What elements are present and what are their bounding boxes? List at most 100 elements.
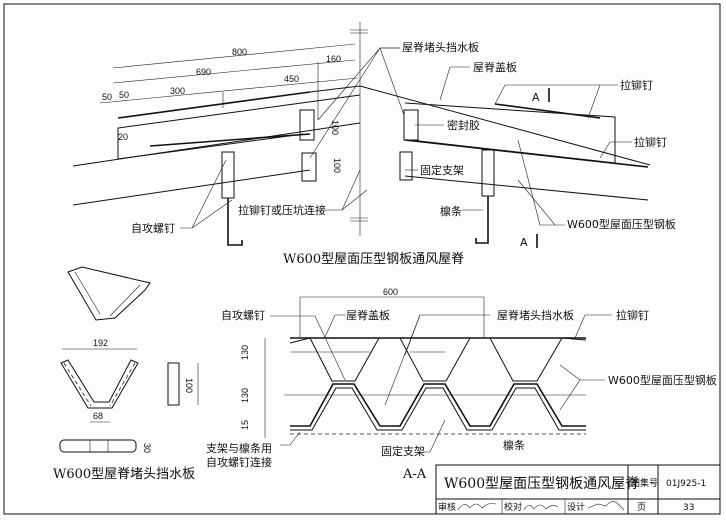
left-roof-panel-bottom xyxy=(72,169,311,206)
label-section-purlin: 檩条 xyxy=(503,438,525,452)
iso-edge xyxy=(74,271,101,315)
dim-690: 690 xyxy=(196,67,211,77)
purlin-web xyxy=(221,151,235,199)
title-block-page-label: 页 xyxy=(637,502,646,513)
leader xyxy=(341,189,368,211)
leader xyxy=(517,139,555,226)
left-cover-to-ridge xyxy=(309,85,361,93)
title-block-check-label: 校对 xyxy=(504,501,522,513)
leader xyxy=(280,431,301,446)
ridge-elevation-view: 800 690 160 450 50 50 300 20 100 100 A A… xyxy=(72,22,676,267)
label-ridge-cover: 屋脊盖板 xyxy=(473,60,517,74)
leader xyxy=(309,47,381,159)
dim-130b: 130 xyxy=(240,388,250,403)
leader xyxy=(180,159,227,229)
end-flashing-detail: 192 68 100 30 W600型屋脊堵头挡水板 xyxy=(53,266,199,482)
label-section-fixed-bracket: 固定支架 xyxy=(381,444,425,458)
design-signature xyxy=(587,501,625,511)
label-rivet-2: 拉铆钉 xyxy=(634,135,667,149)
flashing-isometric xyxy=(67,266,151,321)
left-flashing-block xyxy=(299,109,315,141)
leader xyxy=(404,314,421,356)
label-ridge-end-flashing: 屋脊堵头挡水板 xyxy=(402,40,479,54)
label-rivet-or-crimp: 拉铆钉或压坑连接 xyxy=(238,203,326,217)
right-ridge-cover xyxy=(404,102,616,164)
right-purlin xyxy=(475,149,495,244)
leader xyxy=(494,84,600,105)
purlin-c-section xyxy=(227,198,243,246)
label-roof-panel: W600型屋面压型钢板 xyxy=(567,217,676,231)
dim-100a: 100 xyxy=(330,120,340,135)
label-section-ridge-cover: 屋脊盖板 xyxy=(346,308,390,322)
leader xyxy=(379,47,405,116)
section-mark-a-top: A xyxy=(532,91,540,104)
purlin-c-section xyxy=(475,196,489,244)
right-roof-panel-top xyxy=(404,139,649,168)
detail-view-title: W600型屋脊堵头挡水板 xyxy=(53,467,195,482)
left-ridge-cover xyxy=(117,94,361,160)
label-fixed-bracket: 固定支架 xyxy=(420,163,464,177)
section-panel-wave-inner xyxy=(290,387,586,431)
leader xyxy=(191,199,233,229)
label-sealant: 密封胶 xyxy=(447,118,480,132)
section-a-a-view: 600 130 130 15 自攻螺钉 屋脊盖板 屋脊堵头挡水板 拉铆钉 W60… xyxy=(206,287,717,482)
left-ridge-cover-flange xyxy=(117,91,311,119)
label-section-roof-panel: W600型屋面压型钢板 xyxy=(608,373,717,387)
purlin-web xyxy=(481,149,495,197)
flashing-side xyxy=(167,362,180,406)
leader xyxy=(384,314,490,406)
dim-100b: 100 xyxy=(332,158,342,173)
right-roof-panel-bottom xyxy=(404,175,649,201)
title-block-design-label: 设计 xyxy=(567,501,585,513)
dim-line-800 xyxy=(112,43,356,69)
dim-192: 192 xyxy=(93,338,108,348)
section-panel-wave xyxy=(290,383,586,427)
right-ridge-cover-top xyxy=(359,85,651,166)
dim-15: 15 xyxy=(240,420,250,430)
flashing-plan xyxy=(60,359,139,409)
leader xyxy=(559,379,581,411)
dim-50b: 50 xyxy=(119,90,129,100)
label-purlin: 檩条 xyxy=(440,204,462,218)
section-cover-wave xyxy=(289,337,587,382)
dim-130a: 130 xyxy=(240,345,250,360)
label-rivet: 拉铆钉 xyxy=(620,78,653,92)
leader xyxy=(422,419,446,453)
sheet-border xyxy=(3,3,721,515)
title-block: W600型屋面压型钢板通风屋脊 图集号 01J925-1 审核 校对 设计 页 … xyxy=(435,464,721,515)
plan-hatch xyxy=(63,362,92,407)
leader xyxy=(270,315,346,381)
title-block-frame xyxy=(435,464,721,515)
label-connection-line2: 自攻螺钉连接 xyxy=(206,455,272,469)
dim-30: 30 xyxy=(142,443,152,453)
dim-50a: 50 xyxy=(102,92,112,102)
left-panel-edge xyxy=(149,133,311,147)
review-signature xyxy=(457,503,497,511)
leader xyxy=(439,66,470,101)
title-block-atlas-label: 图集号 xyxy=(631,477,658,489)
dim-600: 600 xyxy=(383,287,398,297)
title-block-page-number: 33 xyxy=(683,503,694,513)
dim-800: 800 xyxy=(232,47,247,57)
section-mark-a-bottom: A xyxy=(520,236,528,249)
dim-68: 68 xyxy=(93,411,103,421)
top-view-title: W600型屋面压型钢板通风屋脊 xyxy=(283,252,464,267)
leader xyxy=(587,84,618,119)
title-block-atlas-number: 01J925-1 xyxy=(666,479,706,489)
dim-300: 300 xyxy=(170,86,185,96)
leader xyxy=(574,314,612,339)
dim-100: 100 xyxy=(184,378,194,393)
title-block-title: W600型屋面压型钢板通风屋脊 xyxy=(444,476,639,492)
label-connection-line1: 支架与檩条用 xyxy=(206,441,272,455)
leader xyxy=(324,314,346,338)
dim-450: 450 xyxy=(284,74,299,84)
title-block-review-label: 审核 xyxy=(438,501,456,513)
leader xyxy=(599,141,632,159)
dim-line-690 xyxy=(112,59,356,84)
label-section-rivet: 拉铆钉 xyxy=(616,308,649,322)
leader xyxy=(326,169,361,211)
flashing-strip xyxy=(59,439,137,453)
iso-edge xyxy=(109,284,141,317)
dim-160: 160 xyxy=(326,54,341,64)
